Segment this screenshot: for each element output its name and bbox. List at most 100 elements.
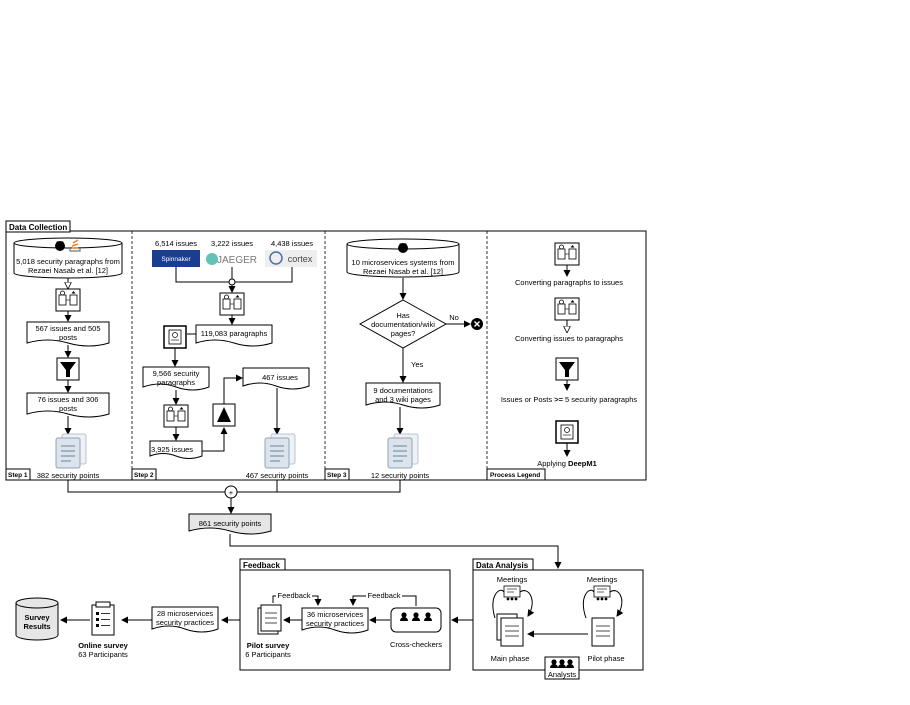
feedback-title: Feedback	[243, 561, 280, 570]
spinnaker-logo: Spinnaker	[152, 250, 200, 267]
survey-results-line1: Survey	[24, 613, 50, 622]
cross-checkers-label: Cross-checkers	[390, 640, 442, 649]
issues467-label: 467 issues	[262, 373, 298, 382]
decision-line1: Has	[396, 311, 410, 320]
practices28-line1: 28 microservices	[157, 609, 214, 618]
conversion-icon	[554, 242, 580, 266]
data-analysis-title: Data Analysis	[476, 561, 529, 570]
conversion-icon	[219, 292, 245, 316]
step3-tab	[324, 468, 350, 481]
issues467-doc	[242, 367, 310, 390]
data-collection-tab	[5, 220, 71, 233]
legend-item3: Issues or Posts >= 5 security paragraphs	[501, 395, 638, 404]
survey-results-line2: Results	[23, 622, 50, 631]
step1-doc2-shape	[26, 392, 110, 418]
step3-label: Step 3	[327, 472, 347, 479]
step1-source-database	[13, 237, 123, 279]
conversion-icon	[55, 288, 81, 312]
svg-text:JAEGER: JAEGER	[217, 255, 257, 266]
legend-tab	[486, 468, 546, 481]
step1-source-line1: 5,018 security paragraphs from	[16, 257, 120, 266]
jaeger-issues: 3,222 issues	[211, 239, 253, 248]
step1-tab	[5, 468, 31, 481]
decision-no: No	[449, 313, 459, 322]
conversion-icon	[554, 297, 580, 321]
step3-source-line2: Rezaei Nasab et al. [12]	[363, 267, 443, 276]
step1-doc1-shape	[26, 321, 110, 347]
data-collection-title: Data Collection	[9, 223, 67, 232]
feedback2-label: Feedback	[368, 591, 401, 600]
feedback-tab	[239, 558, 286, 571]
cross-icon	[471, 318, 483, 330]
filter-icon	[56, 357, 80, 381]
step3-docs-line1: 9 documentations	[373, 386, 432, 395]
total-points-doc	[188, 513, 272, 535]
spinnaker-issues: 6,514 issues	[155, 239, 197, 248]
meetings2-label: Meetings	[587, 575, 618, 584]
conversion-icon	[163, 404, 189, 428]
step3-source-line1: 10 microservices systems from	[352, 258, 455, 267]
step3-docs-line2: and 3 wiki pages	[375, 395, 431, 404]
paragraphs-label: 119,083 paragraphs	[201, 329, 268, 338]
svg-text:cortex: cortex	[288, 254, 313, 264]
step1-doc1-line2: posts	[59, 333, 77, 342]
step2-tab	[131, 468, 157, 481]
jaeger-logo: JAEGER	[206, 253, 257, 266]
decision-line3: pages?	[391, 329, 416, 338]
deepm1-icon	[163, 325, 187, 349]
cortex-issues: 4,438 issues	[271, 239, 313, 248]
stackoverflow-icon	[69, 239, 81, 252]
merge-node-2	[228, 278, 236, 286]
step3-source-database	[346, 238, 460, 278]
feedback1-label: Feedback	[278, 591, 311, 600]
loop-pilot-left	[582, 589, 595, 619]
main-phase-label: Main phase	[491, 654, 530, 663]
github-icon	[398, 243, 408, 253]
loop-pilot-right	[609, 590, 624, 617]
step1-source-line2: Rezaei Nasab et al. [12]	[28, 266, 108, 275]
pilot-survey-icon	[257, 604, 282, 635]
step1-doc2-line1: 76 issues and 306	[38, 395, 99, 404]
practices36-doc	[301, 607, 369, 634]
online-survey-sub: 63 Participants	[78, 650, 128, 659]
database-icon	[15, 597, 59, 641]
github-icon	[55, 241, 65, 251]
step1-doc1-line1: 567 issues and 505	[35, 324, 100, 333]
loop-main-right	[519, 590, 535, 617]
pilot-survey-title: Pilot survey	[247, 641, 290, 650]
survey-icon	[91, 601, 115, 636]
data-analysis-tab	[472, 558, 534, 571]
deepm1-icon	[555, 420, 579, 444]
pilot-phase-label: Pilot phase	[587, 654, 624, 663]
merge-plus: +	[229, 488, 234, 497]
step1-result: 382 security points	[37, 471, 100, 480]
pilot-survey-sub: 6 Participants	[245, 650, 291, 659]
pilot-phase-document-icon	[591, 617, 615, 647]
online-survey-title: Online survey	[78, 641, 128, 650]
cortex-logo: cortex	[265, 250, 317, 267]
legend-item1: Converting paragraphs to issues	[515, 278, 623, 287]
legend-label: Process Legend	[490, 472, 540, 479]
document-icon	[264, 433, 296, 469]
practices28-line2: security practices	[156, 618, 214, 627]
document-icon	[55, 433, 87, 469]
sec-paragraphs-line2: paragraphs	[157, 378, 195, 387]
security-paragraphs-doc	[142, 366, 210, 391]
main-phase-document-icon	[496, 613, 524, 647]
step3-result: 12 security points	[371, 471, 430, 480]
decision-line2: documentation/wiki	[371, 320, 435, 329]
step2-label: Step 2	[134, 472, 154, 479]
paragraphs-doc	[195, 324, 273, 347]
legend-item4: Applying DeepM1	[537, 459, 597, 468]
issues3925-label: 3,925 issues	[151, 445, 193, 454]
loop-main-left	[492, 589, 505, 619]
decision-yes: Yes	[411, 360, 423, 369]
svg-text:Spinnaker: Spinnaker	[161, 256, 191, 263]
filter-icon	[555, 357, 579, 381]
step3-docs-shape	[365, 382, 441, 409]
issues3925-doc	[149, 440, 203, 459]
meetings1-label: Meetings	[497, 575, 528, 584]
total-points: 861 security points	[199, 519, 262, 528]
practices36-line1: 36 microservices	[307, 610, 364, 619]
